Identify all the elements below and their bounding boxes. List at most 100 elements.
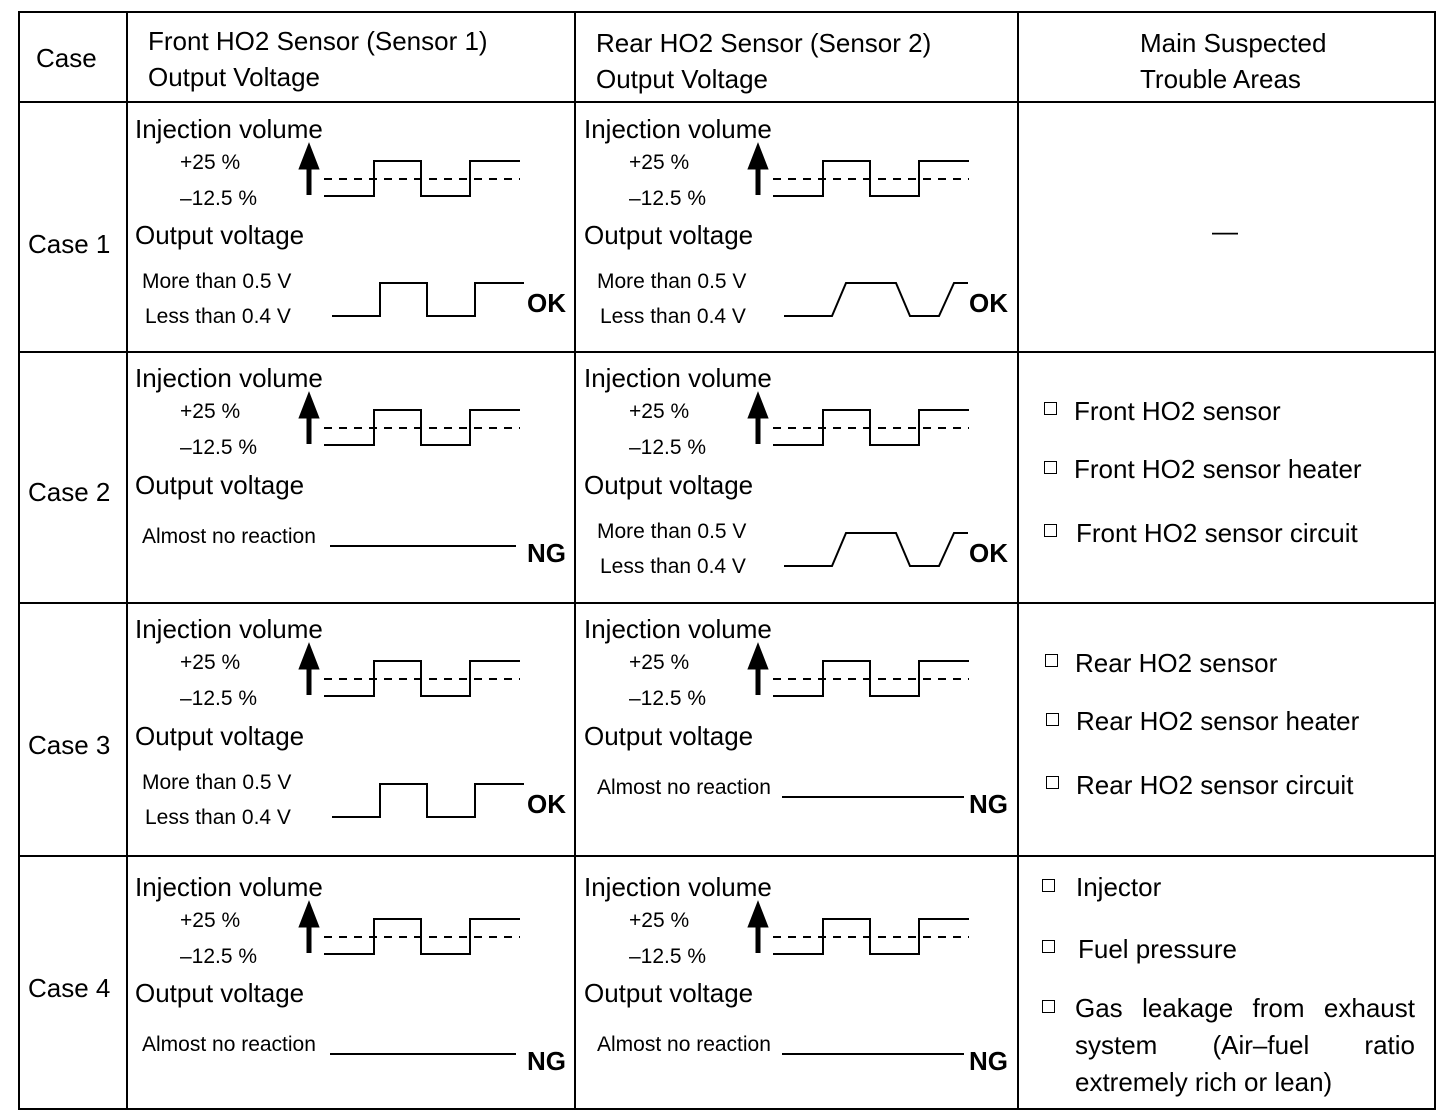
flat-output-line	[330, 545, 516, 547]
less-than-label: Less than 0.4 V	[600, 555, 746, 578]
checkbox-icon	[1042, 1000, 1055, 1013]
header-areas: Main Suspected	[1140, 28, 1327, 58]
output-square-wave	[332, 783, 524, 818]
up-arrow-icon	[298, 900, 320, 953]
output-voltage-label: Output voltage	[135, 220, 305, 250]
output-waveform	[784, 532, 968, 567]
injection-volume-label: Injection volume	[584, 363, 772, 393]
column-divider	[1017, 13, 1019, 1108]
checkbox-icon	[1045, 654, 1058, 667]
trouble-area-item: Front HO2 sensor heater	[1074, 454, 1362, 484]
checkbox-icon	[1044, 402, 1057, 415]
injection-volume-label: Injection volume	[135, 114, 323, 144]
minus-percent-label: –12.5 %	[629, 187, 707, 210]
injection-waveform	[747, 900, 969, 955]
injection-waveform	[298, 642, 520, 697]
trouble-area-item: Rear HO2 sensor	[1075, 648, 1278, 678]
minus-percent-label: –12.5 %	[629, 945, 707, 968]
plus-percent-label: +25 %	[629, 909, 690, 932]
case-label: Case 4	[28, 973, 111, 1003]
minus-percent-label: –12.5 %	[180, 687, 258, 710]
result-badge: OK	[527, 288, 566, 318]
trouble-area-item: Front HO2 sensor circuit	[1076, 518, 1358, 548]
checkbox-icon	[1044, 524, 1057, 537]
output-waveform	[332, 783, 524, 818]
result-badge: OK	[969, 538, 1008, 568]
plus-percent-label: +25 %	[629, 400, 690, 423]
row-divider	[20, 101, 1434, 103]
plus-percent-label: +25 %	[180, 151, 241, 174]
up-arrow-icon	[747, 900, 769, 953]
injection-waveform	[298, 391, 520, 446]
output-voltage-label: Output voltage	[584, 220, 754, 250]
no-reaction-label: Almost no reaction	[142, 525, 316, 548]
header-front-output: Output Voltage	[148, 62, 321, 92]
checkbox-icon	[1046, 713, 1059, 726]
injection-volume-label: Injection volume	[135, 872, 323, 902]
injection-waveform	[747, 142, 969, 197]
row-divider	[20, 855, 1434, 857]
trouble-area-item: Front HO2 sensor	[1074, 396, 1281, 426]
injection-volume-label: Injection volume	[584, 872, 772, 902]
row-divider	[20, 351, 1434, 353]
up-arrow-icon	[298, 642, 320, 695]
header-areas-2: Trouble Areas	[1140, 64, 1301, 94]
output-waveform	[784, 282, 968, 317]
more-than-label: More than 0.5 V	[142, 270, 292, 293]
plus-percent-label: +25 %	[629, 651, 690, 674]
injection-waveform	[747, 391, 969, 446]
flat-output-line	[782, 796, 964, 798]
result-badge: NG	[969, 1046, 1008, 1076]
less-than-label: Less than 0.4 V	[145, 305, 291, 328]
output-voltage-label: Output voltage	[584, 978, 754, 1008]
diagnosis-table	[18, 11, 1436, 1110]
injection-volume-label: Injection volume	[584, 114, 772, 144]
output-trapezoid-wave	[784, 282, 968, 317]
output-trapezoid-wave	[784, 532, 968, 567]
trouble-area-item: Gas leakage from exhaust system (Air–fue…	[1075, 993, 1415, 1097]
no-reaction-label: Almost no reaction	[597, 776, 771, 799]
output-voltage-label: Output voltage	[584, 470, 754, 500]
minus-percent-label: –12.5 %	[180, 436, 258, 459]
header-front-sensor: Front HO2 Sensor (Sensor 1)	[148, 26, 488, 56]
less-than-label: Less than 0.4 V	[145, 806, 291, 829]
injection-waveform	[298, 142, 520, 197]
minus-percent-label: –12.5 %	[629, 687, 707, 710]
header-rear-output: Output Voltage	[596, 64, 769, 94]
no-reaction-label: Almost no reaction	[597, 1033, 771, 1056]
trouble-area-item: Rear HO2 sensor heater	[1076, 706, 1360, 736]
plus-percent-label: +25 %	[180, 651, 241, 674]
minus-percent-label: –12.5 %	[629, 436, 707, 459]
up-arrow-icon	[747, 391, 769, 444]
column-divider	[574, 13, 576, 1108]
more-than-label: More than 0.5 V	[142, 771, 292, 794]
trouble-area-item: Fuel pressure	[1078, 934, 1237, 964]
result-badge: OK	[527, 789, 566, 819]
trouble-area-item: Rear HO2 sensor circuit	[1076, 770, 1354, 800]
plus-percent-label: +25 %	[180, 400, 241, 423]
injection-waveform	[298, 900, 520, 955]
injection-volume-label: Injection volume	[135, 363, 323, 393]
result-badge: NG	[969, 789, 1008, 819]
less-than-label: Less than 0.4 V	[600, 305, 746, 328]
injection-volume-label: Injection volume	[584, 614, 772, 644]
injection-waveform	[747, 642, 969, 697]
up-arrow-icon	[298, 142, 320, 195]
output-voltage-label: Output voltage	[135, 470, 305, 500]
case-label: Case 3	[28, 730, 111, 760]
checkbox-icon	[1044, 461, 1057, 474]
result-badge: NG	[527, 538, 566, 568]
minus-percent-label: –12.5 %	[180, 945, 258, 968]
trouble-area-item: Injector	[1076, 872, 1162, 902]
result-badge: NG	[527, 1046, 566, 1076]
flat-output-line	[782, 1053, 964, 1055]
result-badge: OK	[969, 288, 1008, 318]
row-divider	[20, 602, 1434, 604]
output-waveform	[332, 282, 524, 317]
output-voltage-label: Output voltage	[135, 721, 305, 751]
no-reaction-label: Almost no reaction	[142, 1033, 316, 1056]
flat-output-line	[330, 1053, 516, 1055]
case-label: Case 2	[28, 477, 111, 507]
output-square-wave	[332, 282, 524, 317]
case-label: Case 1	[28, 229, 111, 259]
